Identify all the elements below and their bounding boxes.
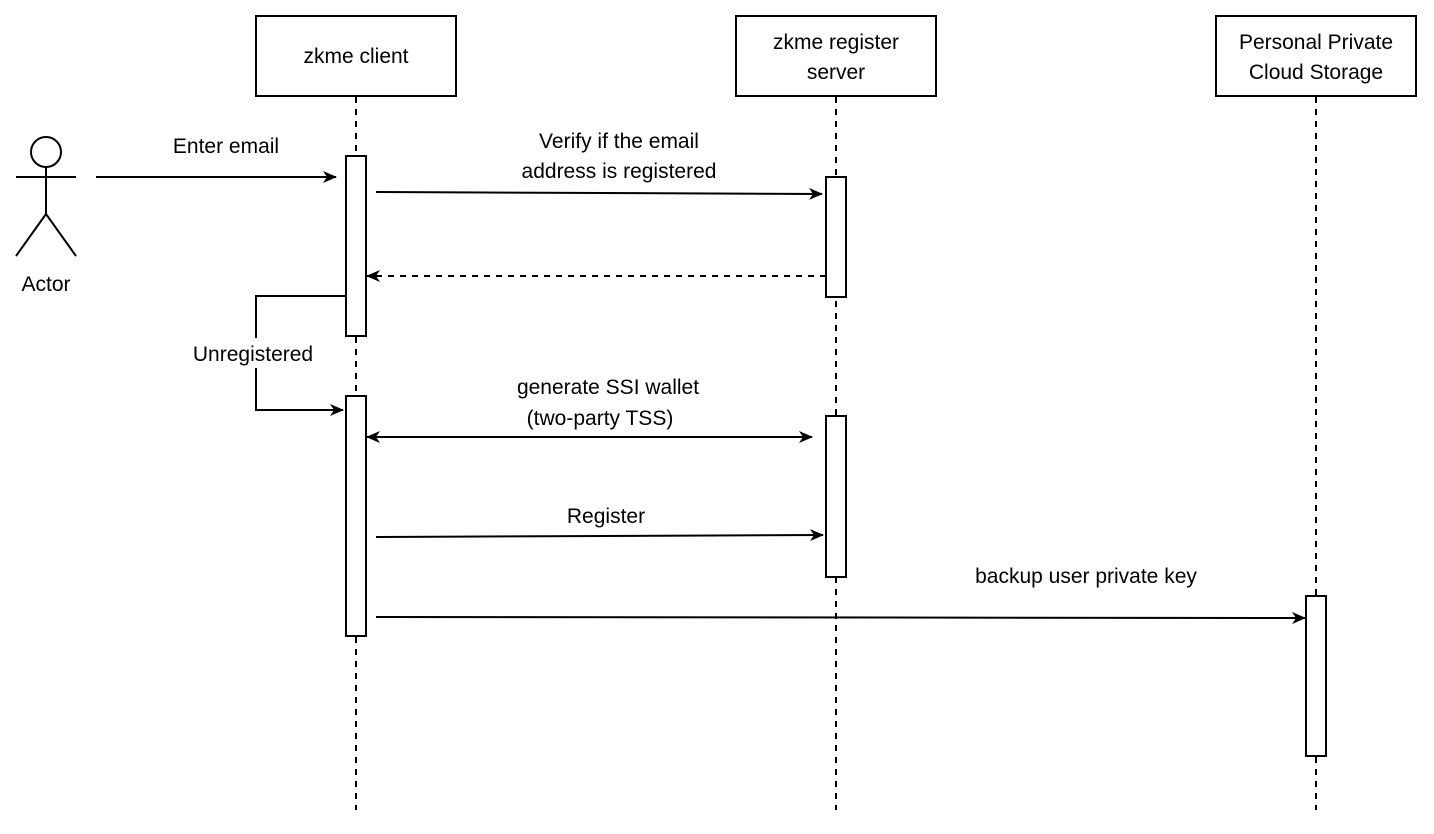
verify-email-label-line2: address is registered (522, 160, 717, 183)
actor-stick-figure (15, 136, 77, 257)
generate-wallet-label-line2: (two-party TSS) (527, 407, 674, 430)
participant-storage-label-line2: Cloud Storage (1249, 61, 1383, 84)
participant-server-label-line1: zkme register (773, 31, 899, 54)
client-activation-1 (345, 155, 367, 337)
backup-key-label: backup user private key (975, 565, 1197, 588)
server-activation-2 (825, 415, 847, 578)
storage-activation (1305, 595, 1327, 757)
participant-storage-box (1215, 15, 1417, 97)
actor-left-leg (15, 213, 47, 257)
participant-client: zkme client (255, 15, 457, 97)
participant-client-box (255, 15, 457, 97)
participant-server-box (735, 15, 937, 97)
register-label: Register (567, 505, 645, 528)
generate-wallet-label-line1: generate SSI wallet (517, 376, 699, 399)
enter-email-label: Enter email (173, 135, 279, 158)
participant-server-label-line2: server (807, 61, 865, 84)
backup-key-arrow (375, 611, 1306, 624)
participant-client-label: zkme client (303, 45, 408, 68)
participant-server: zkme register server (735, 15, 937, 97)
unregistered-label: Unregistered (193, 343, 313, 366)
unregistered-label-bg (180, 338, 326, 368)
client-activation-2 (345, 395, 367, 637)
verify-email-label-line1: Verify if the email (539, 130, 699, 153)
participant-storage-label-line1: Personal Private (1239, 31, 1393, 54)
actor-label: Actor (21, 273, 70, 296)
server-activation-1 (825, 176, 847, 298)
actor-right-leg (45, 213, 77, 257)
participant-storage: Personal Private Cloud Storage (1215, 15, 1417, 97)
register-arrow (375, 529, 824, 542)
actor-head (30, 136, 62, 168)
verify-email-arrow (375, 187, 823, 200)
